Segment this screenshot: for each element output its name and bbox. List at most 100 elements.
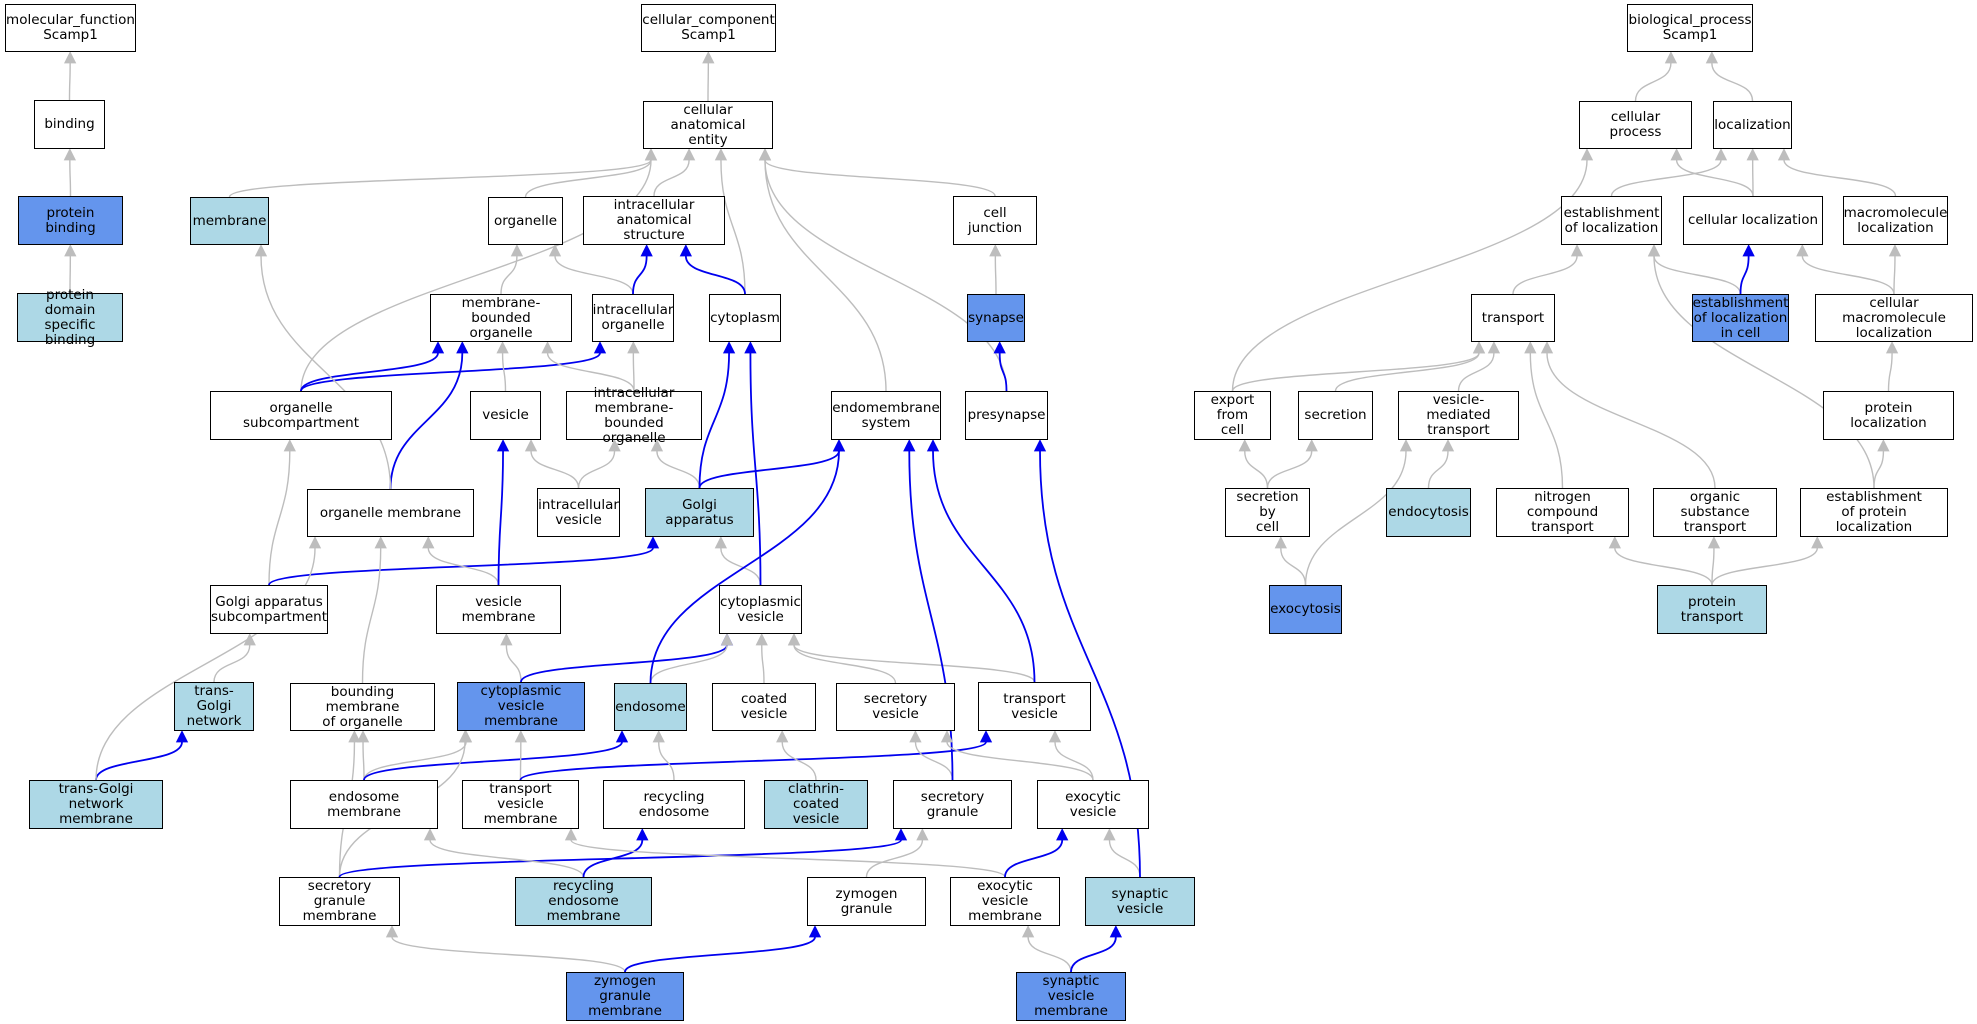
arrowhead-tgn-mem-to-org-membrane [308,536,322,549]
edge-vesicle-mem-to-org-membrane [427,547,500,586]
arrowhead-intra-vesicle-to-imbo [608,439,621,452]
arrowhead-re-mem-to-recyc-endo [636,828,649,841]
edge-ias-to-cae [653,159,690,197]
arrowhead-golgi-sub-to-org-subcomp [283,439,296,452]
arrowhead-vesicle-mem-to-vesicle [496,439,510,452]
edge-macro-loc-to-localization [1783,159,1897,197]
edge-binding-to-mf-root [68,62,71,101]
go-term-ias: intracellular anatomical structure [583,196,725,245]
go-term-tv-mem: transport vesicle membrane [462,780,579,829]
edge-cyto-vesicle-to-golgi [720,547,762,586]
edge-cytoplasm-to-cae [720,159,746,295]
arrowhead-sg-mem-to-bound-mem [348,730,361,743]
edge-est-loc-cell-to-cell-loc [1739,255,1750,295]
arrowhead-ias-to-cae [682,148,696,161]
arrowhead-transport-vesicle-to-cyto-vesicle [787,633,801,646]
go-term-organic: organic substance transport [1653,488,1777,537]
go-term-est-prot-loc: establishment of protein localization [1800,488,1948,537]
arrowhead-tv-mem-to-cvm [514,730,527,743]
go-term-intra-vesicle: intracellular vesicle [537,488,620,537]
go-term-transport: transport [1471,294,1555,342]
edge-cvm-to-vesicle-mem [505,644,522,683]
edge-protein-transport-to-nitrogen [1614,547,1713,586]
arrowhead-organic-to-transport [1540,341,1554,354]
go-term-nitrogen: nitrogen compound transport [1496,488,1629,537]
go-term-coated-vesicle: coated vesicle [712,683,816,731]
go-term-vesicle-mem: vesicle membrane [436,585,561,634]
edge-endosome-to-cyto-vesicle [649,644,728,684]
go-term-zymogen: zymogen granule [807,877,926,926]
arrowhead-nitrogen-to-transport [1524,341,1537,354]
go-term-golgi: Golgi apparatus [645,488,754,537]
edge-protein-transport-to-est-prot-loc [1711,547,1818,586]
arrowhead-cell-junction-to-cae [758,148,772,161]
edge-zg-mem-to-sg-mem [391,936,626,973]
arrowhead-mbo-to-organelle [510,244,524,257]
arrowhead-endosome-to-cyto-vesicle [720,633,734,646]
edge-organelle-to-cae [524,159,652,198]
go-term-org-subcomp: organelle subcompartment [210,391,392,440]
go-term-cc-root: cellular_component Scamp1 [641,4,776,52]
arrowhead-protein-domain-to-protein-binding [64,244,77,257]
arrowhead-secretion-to-transport [1472,341,1486,354]
arrowhead-bound-mem-to-org-membrane [374,536,387,549]
go-term-tgn-mem: trans-Golgi network membrane [29,780,163,829]
go-term-secretory-vesicle: secretory vesicle [836,683,955,731]
edge-ev-mem-to-tv-mem [570,839,1006,878]
edge-vesicle-to-mbo [501,352,507,392]
go-term-est-loc: establishment of localization [1561,196,1662,245]
go-term-cae: cellular anatomical entity [643,101,773,149]
arrowhead-syn-vesicle-to-presynapse [1033,439,1047,452]
edge-endo-mem-to-bound-mem [362,741,365,781]
edge-exo-vesicle-to-secretory-vesicle [946,741,1094,781]
arrowhead-protein-binding-to-binding [63,148,76,161]
arrowhead-sg-mem-to-cvm [458,730,472,743]
go-term-org-membrane: organelle membrane [307,489,474,537]
go-term-cvm: cytoplasmic vesicle membrane [457,682,585,731]
go-term-localization: localization [1713,101,1792,149]
go-term-clathrin: clathrin-coated vesicle [764,780,868,829]
arrowhead-sv-mem-to-syn-vesicle [1109,925,1122,938]
arrowhead-sec-by-cell-to-secretion [1305,439,1318,452]
go-term-binding: binding [34,100,105,149]
arrowhead-tv-mem-to-transport-vesicle [979,730,993,743]
arrowhead-binding-to-mf-root [64,51,77,64]
edge-tgn-mem-to-tgn [95,741,183,781]
arrowhead-cytoplasm-to-ias [679,244,692,257]
arrowhead-cell-loc-to-cell-proc [1670,148,1683,161]
edge-localization-to-bp-root [1711,62,1754,102]
arrowhead-intra-org-to-ias [640,244,653,257]
arrowhead-vmt-to-transport [1487,341,1501,354]
arrowhead-cyto-vesicle-to-golgi [714,536,727,549]
arrowhead-presynapse-to-synapse [993,341,1006,354]
edge-clathrin-to-coated-vesicle [781,741,817,781]
edge-sec-granule-to-secretory-vesicle [914,741,954,781]
edge-tgn-to-golgi-sub [213,644,251,683]
arrowhead-cell-loc-to-localization [1746,148,1759,161]
go-term-imbo: intracellular membrane-bounded organelle [566,385,702,445]
go-term-endomem: endomembrane system [831,391,941,440]
arrowhead-transport-vesicle-to-endomem [926,439,940,452]
go-term-mbo: membrane-bounded organelle [430,294,572,342]
edge-vesicle-mem-to-vesicle [497,450,504,586]
arrowhead-cyto-vesicle-to-cytoplasm [744,341,757,354]
arrowhead-macro-loc-to-localization [1777,148,1791,161]
edge-transport-vesicle-to-endomem [932,450,1036,683]
edge-exocytosis-to-vmt [1304,450,1407,586]
edge-imbo-to-mbo [546,352,635,392]
arrowhead-endocytosis-to-vmt [1441,439,1455,452]
arrowhead-est-loc-to-localization [1714,148,1728,161]
go-term-exocytosis: exocytosis [1269,585,1342,634]
edge-golgi-to-cytoplasm [698,352,730,489]
edge-nitrogen-to-transport [1529,352,1564,489]
edge-zg-mem-to-zymogen [624,936,816,973]
arrowhead-re-mem-to-endo-mem [423,828,437,841]
edge-membrane-to-cae [228,159,652,198]
edge-transport-vesicle-to-cyto-vesicle [793,644,1036,683]
arrowhead-org-membrane-to-mbo [456,341,469,354]
arrowhead-synapse-to-cell-junction [989,244,1002,257]
edge-synapse-to-cell-junction [994,255,997,295]
arrowhead-golgi-to-imbo [650,439,664,452]
